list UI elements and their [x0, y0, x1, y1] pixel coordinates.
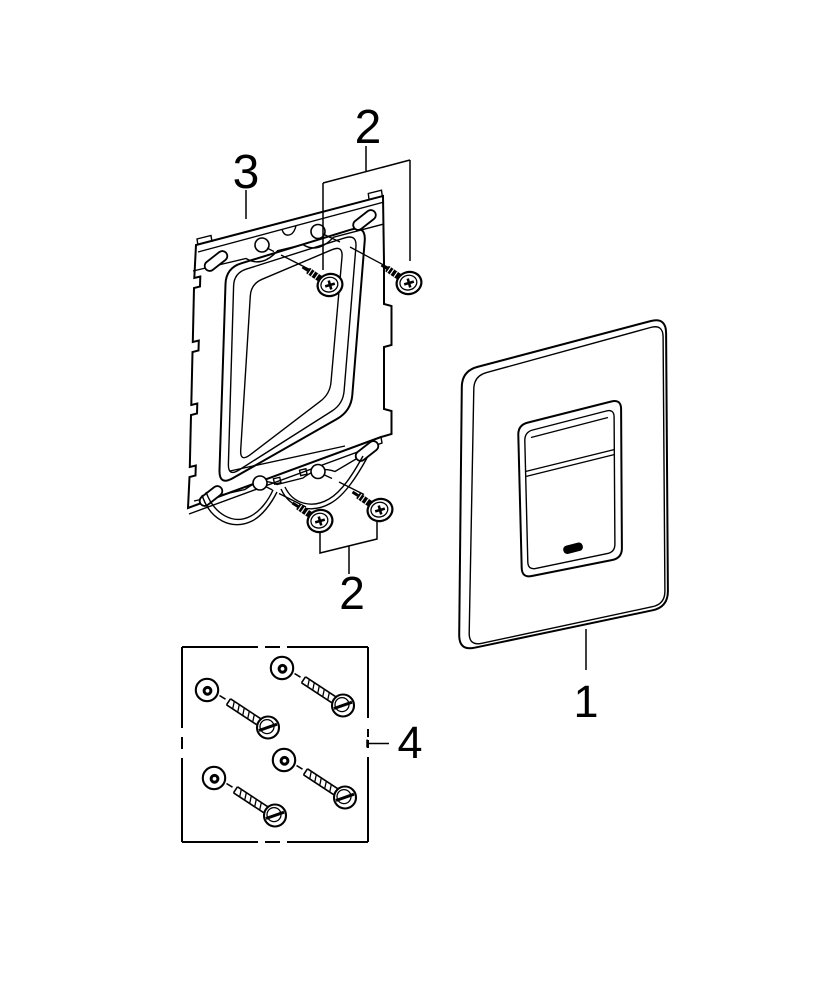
mounting-frame-drawing — [186, 189, 393, 526]
part-label-3: 3 — [233, 146, 260, 199]
frame-slot-top-left — [203, 250, 229, 272]
frame-top-notch — [281, 225, 297, 236]
kit-screw-washer-4 — [271, 747, 358, 810]
screw-kit-box — [181, 646, 369, 843]
frame-loop-left-outer — [201, 491, 278, 526]
frame-screw-hole-bottom-right — [310, 463, 326, 480]
flush-plate-drawing — [458, 319, 669, 650]
frame-bezel-middle — [227, 236, 357, 474]
frame-loop-left-inner — [205, 489, 274, 521]
frame-screw-hole-top-left — [254, 237, 270, 253]
frame-slot-top-right — [352, 209, 377, 231]
button-recess-outline — [517, 400, 623, 578]
leader-screw-bottom-right — [324, 474, 365, 496]
frame-clip-mark-left — [272, 476, 282, 485]
kit-screw-washer-2 — [269, 655, 356, 718]
callout-line-4 — [366, 739, 389, 748]
frame-opening-edge — [239, 247, 343, 459]
part-label-1: 1 — [573, 676, 598, 727]
frame-bottom-flange-line — [193, 445, 379, 502]
screw-top-right — [382, 265, 425, 297]
kit-screw-washer-3 — [201, 765, 288, 828]
flush-button-divider-lower — [525, 453, 615, 478]
screw-bottom-left — [293, 503, 336, 535]
callout-bracket-2-bottom — [319, 522, 378, 574]
flush-button-divider-upper — [525, 448, 615, 473]
part-label-2-bottom: 2 — [339, 567, 365, 619]
frame-bottom-flange-band — [229, 445, 346, 472]
leader-screw-bottom-left — [265, 485, 307, 508]
frame-screw-hole-bottom-left — [252, 475, 268, 491]
kit-screw-washer-1 — [194, 677, 281, 740]
plate-face-edge — [468, 326, 666, 645]
flush-button-outline — [524, 409, 616, 570]
frame-loop-right-outer — [280, 457, 368, 510]
frame-clip-mark-right — [298, 467, 308, 477]
frame-bezel-outer — [218, 227, 366, 482]
frame-slot-bottom-right — [354, 440, 380, 462]
frame-top-flange-line — [192, 223, 385, 272]
part-label-4: 4 — [397, 717, 422, 768]
part-label-2-top: 2 — [355, 101, 382, 154]
frame-bottom-edge-thickness — [188, 436, 383, 515]
frame-clip-tab-top-left — [196, 234, 213, 246]
screw-bottom-right — [353, 492, 396, 524]
callouts: 2 3 2 1 4 — [233, 101, 599, 768]
leader-screw-top-left — [266, 247, 314, 273]
frame-clip-tab-top-right — [367, 189, 383, 200]
leader-screw-top-right — [322, 233, 392, 270]
frame-plate-outline — [186, 194, 393, 510]
frame-screws — [265, 233, 425, 535]
flush-button-bevel — [530, 416, 609, 439]
frame-top-edge-thickness — [197, 201, 385, 253]
frame-loop-right-inner — [284, 455, 364, 505]
brand-logo-mark — [563, 542, 583, 554]
callout-bracket-2-top — [322, 146, 411, 270]
frame-slot-bottom-left — [198, 485, 224, 507]
frame-screw-hole-top-right — [310, 223, 326, 240]
plate-outer-silhouette — [458, 319, 669, 650]
